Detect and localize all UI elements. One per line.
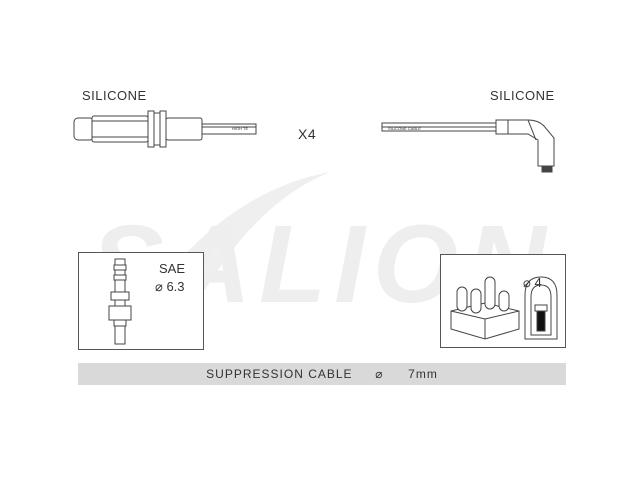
cable-type-label: SUPPRESSION CABLE xyxy=(206,367,353,381)
left-cable-material-label: SILICONE xyxy=(82,88,147,103)
right-cable-material-label: SILICONE xyxy=(490,88,555,103)
spark-plug-size-label: ⌀ 6.3 xyxy=(155,279,185,294)
right-cable-print: SILICONE CABLE xyxy=(388,126,421,131)
left-boot-body xyxy=(91,115,149,143)
female-terminal-icon xyxy=(524,276,558,340)
left-boot-ring-1 xyxy=(147,110,155,148)
left-boot-ring-3 xyxy=(159,110,167,148)
spark-plug-connector-box: SAE ⌀ 6.3 xyxy=(78,252,204,350)
right-boot-tip xyxy=(541,165,553,173)
left-cable-print: HIGH TE xyxy=(232,126,249,131)
diameter-value: 7mm xyxy=(408,367,438,381)
distributor-connector-box: ⌀ 4 xyxy=(440,254,566,348)
cable-spec-bar: SUPPRESSION CABLE ⌀ 7mm xyxy=(78,363,566,385)
right-cable-drawing xyxy=(381,119,555,173)
left-boot-tip xyxy=(73,117,95,141)
left-boot-neck xyxy=(165,117,203,141)
spark-plug-type-label: SAE xyxy=(159,261,186,276)
left-cable-drawing xyxy=(73,110,257,148)
right-boot-angle xyxy=(507,119,555,167)
spark-plug-terminal-icon xyxy=(108,258,132,345)
cable-spec-text: SUPPRESSION CABLE ⌀ 7mm xyxy=(78,367,566,381)
left-boot-ring-2 xyxy=(153,112,161,146)
distributor-cap-icon xyxy=(450,276,520,340)
right-boot-collar xyxy=(495,119,509,135)
distributor-size-label: ⌀ 4 xyxy=(523,275,542,290)
left-cable-wire xyxy=(201,123,257,135)
quantity-label: X4 xyxy=(298,126,317,142)
diameter-symbol: ⌀ xyxy=(375,367,384,381)
